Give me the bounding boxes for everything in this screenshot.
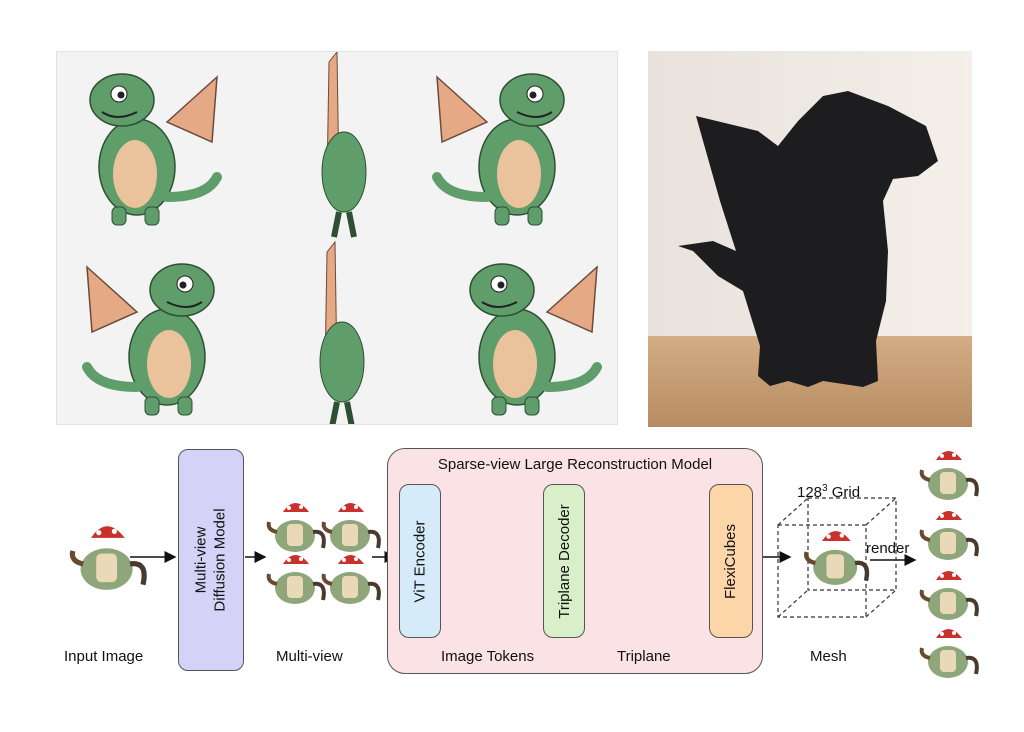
flexicubes-box: FlexiCubes	[709, 484, 753, 638]
mesh-label: Mesh	[810, 648, 847, 665]
multiview-dragon-panel	[56, 51, 618, 425]
dragon-views-illustration	[57, 52, 618, 425]
vit-encoder-label: ViT Encoder	[411, 520, 429, 602]
diffusion-model-label: Multi-view Diffusion Model	[193, 508, 229, 612]
lrm-title: Sparse-view Large Reconstruction Model	[437, 456, 713, 473]
flexicubes-label: FlexiCubes	[722, 523, 740, 599]
printed-dragon-illustration	[648, 51, 972, 427]
triplane-decoder-box: Triplane Decoder	[543, 484, 585, 638]
triplane-decoder-label: Triplane Decoder	[555, 503, 573, 619]
multi-view-label: Multi-view	[276, 648, 343, 665]
image-tokens-label: Image Tokens	[441, 648, 535, 665]
render-label: render	[866, 540, 910, 557]
triplane-label: Triplane	[617, 648, 671, 665]
diffusion-model-box: Multi-view Diffusion Model	[178, 449, 244, 671]
grid-label: 1283 Grid	[797, 483, 861, 501]
printed-dragon-photo	[648, 51, 972, 427]
input-image-label: Input Image	[64, 648, 144, 665]
vit-encoder-box: ViT Encoder	[399, 484, 441, 638]
